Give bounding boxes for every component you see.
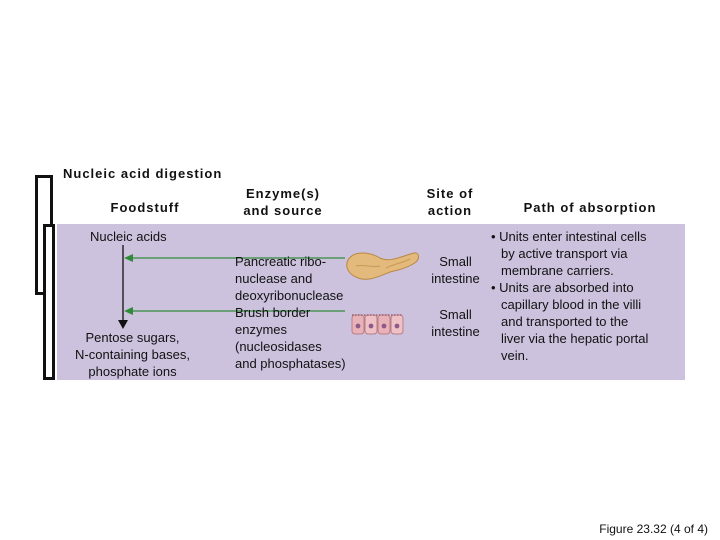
vertical-arrowhead	[118, 320, 128, 329]
absorption-line: liver via the hepatic portal	[501, 331, 649, 346]
enzyme-line: and phosphatases)	[235, 356, 346, 371]
header-enzyme-line2: and source	[243, 203, 323, 218]
absorption-line: membrane carriers.	[501, 263, 614, 278]
absorption-line: and transported to the	[501, 314, 629, 329]
enzyme-line: Pancreatic ribo-	[235, 254, 327, 269]
site-of-action-1: Small intestine	[418, 253, 493, 287]
foodstuff-end-line2: N-containing bases,	[75, 347, 190, 362]
absorption-line: • Units are absorbed into	[491, 280, 634, 295]
enzyme-line: enzymes	[235, 322, 288, 337]
enzyme-list: Pancreatic ribo- nuclease and deoxyribon…	[235, 253, 346, 372]
foodstuff-end: Pentose sugars, N-containing bases, phos…	[60, 329, 205, 380]
site-line1: Small	[439, 307, 472, 322]
figure-caption: Figure 23.32 (4 of 4)	[599, 522, 708, 536]
enzyme-line: deoxyribonuclease	[235, 288, 344, 303]
absorption-line: by active transport via	[501, 246, 628, 261]
flow-arrows	[118, 245, 345, 329]
enzyme-line: (nucleosidases	[235, 339, 322, 354]
absorption-line: capillary blood in the villi	[501, 297, 642, 312]
frame-bracket-inner	[43, 224, 55, 380]
header-site: Site of action	[410, 185, 490, 219]
absorption-line: • Units enter intestinal cells	[491, 229, 647, 244]
enzyme-line: Brush border	[235, 305, 311, 320]
site-line2: intestine	[431, 271, 480, 286]
header-enzyme-line1: Enzyme(s)	[245, 186, 321, 201]
foodstuff-end-line1: Pentose sugars,	[85, 330, 180, 345]
header-site-line1: Site of	[426, 186, 474, 201]
intestinal-cells-icon	[351, 314, 404, 335]
header-enzyme: Enzyme(s) and source	[228, 185, 338, 219]
absorption-path: • Units enter intestinal cells by active…	[491, 228, 648, 364]
enzyme-line: nuclease and	[235, 271, 313, 286]
site-line2: intestine	[431, 324, 480, 339]
foodstuff-start: Nucleic acids	[90, 229, 167, 244]
absorption-line: vein.	[501, 348, 529, 363]
header-site-line2: action	[427, 203, 473, 218]
table-title: Nucleic acid digestion	[63, 166, 223, 181]
header-foodstuff: Foodstuff	[110, 200, 180, 215]
site-line1: Small	[439, 254, 472, 269]
pancreas-icon	[346, 252, 419, 280]
header-path: Path of absorption	[523, 200, 657, 215]
foodstuff-end-line3: phosphate ions	[88, 364, 177, 379]
content-panel	[57, 224, 685, 380]
green-arrowhead-pancreatic	[124, 254, 133, 262]
green-arrowhead-brush-border	[124, 307, 133, 315]
site-of-action-2: Small intestine	[418, 306, 493, 340]
